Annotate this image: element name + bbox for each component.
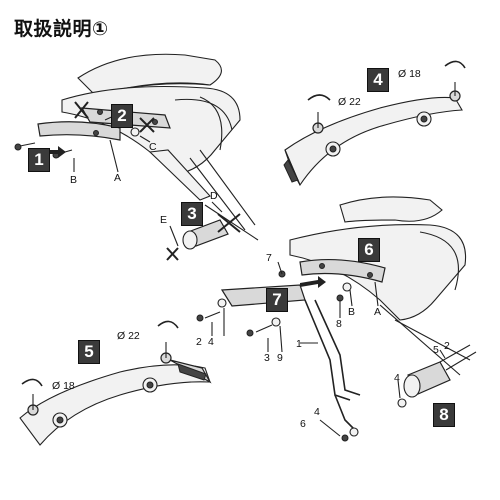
label-a: A [114, 172, 122, 184]
label-part-4b: 4 [394, 372, 400, 384]
step-1-badge: 1 [28, 148, 50, 172]
label-e: E [160, 214, 168, 226]
label-b2: B [348, 306, 356, 318]
label-phi18-bottom: Ø 18 [52, 380, 75, 392]
label-b: B [70, 174, 78, 186]
plate-step5 [19, 320, 212, 446]
label-part-3: 3 [264, 352, 270, 364]
label-phi22-top: Ø 22 [338, 96, 361, 108]
step-6-badge: 6 [358, 238, 380, 262]
label-part-8: 8 [336, 318, 342, 330]
label-phi18-top: Ø 18 [398, 68, 421, 80]
label-part-2: 2 [196, 336, 202, 348]
label-part-6: 6 [300, 418, 306, 430]
step-7-badge: 7 [266, 288, 288, 312]
label-phi22-bottom: Ø 22 [117, 330, 140, 342]
label-part-4: 4 [208, 336, 214, 348]
label-d: D [210, 190, 218, 202]
label-a2: A [374, 306, 382, 318]
tail-section-middle-right [196, 196, 471, 431]
step-3-badge: 3 [181, 202, 203, 226]
step-8-badge: 8 [433, 403, 455, 427]
turn-signal-step3 [166, 201, 259, 261]
label-part-1: 1 [296, 338, 302, 350]
label-part-7: 7 [266, 252, 272, 264]
step-4-badge: 4 [367, 68, 389, 92]
tail-section-top-left [14, 53, 256, 231]
plate-step4 [283, 60, 466, 187]
page-title: 取扱説明① [14, 18, 109, 40]
label-c: C [149, 141, 157, 153]
step-2-badge: 2 [111, 104, 133, 128]
step-5-badge: 5 [78, 340, 100, 364]
label-part-5: 5 [433, 344, 439, 356]
label-part-9: 9 [277, 352, 283, 364]
label-part-2b: 2 [444, 340, 450, 352]
label-part-4c: 4 [314, 406, 320, 418]
turn-signal-step8 [319, 344, 477, 442]
